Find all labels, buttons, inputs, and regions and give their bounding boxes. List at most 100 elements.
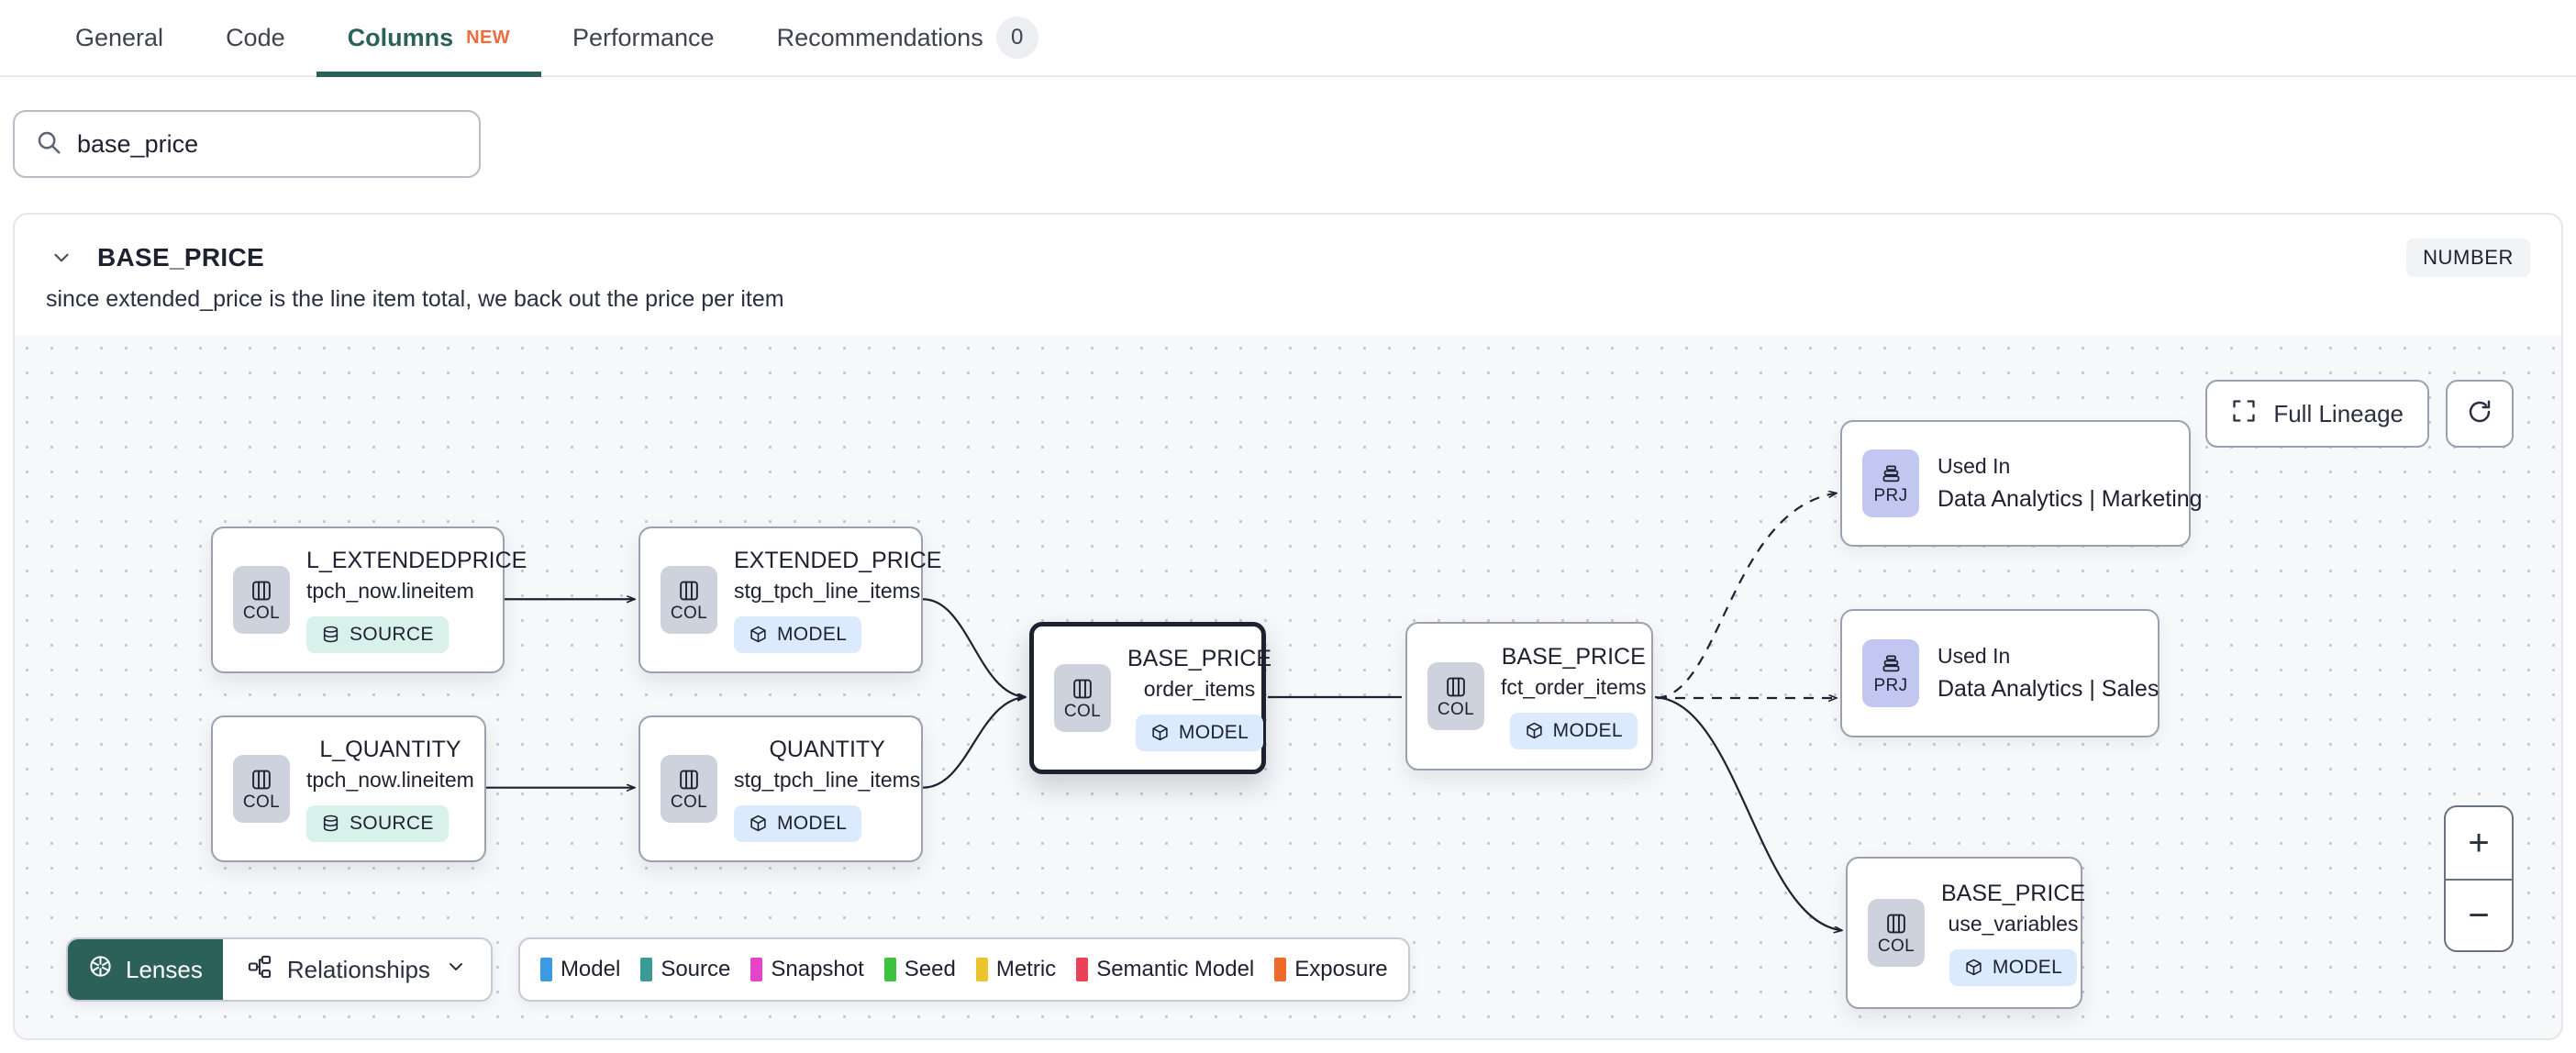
tab-columns[interactable]: Columns NEW xyxy=(316,0,542,77)
project-name: Data Analytics | Marketing xyxy=(1938,486,2203,512)
node-tag-model: MODEL xyxy=(1949,948,2078,986)
prj-kind-badge: PRJ xyxy=(1862,639,1919,707)
tab-performance[interactable]: Performance xyxy=(541,0,746,75)
refresh-button[interactable] xyxy=(2446,380,2514,448)
node-subtitle: tpch_now.lineitem xyxy=(306,579,474,604)
relationships-dropdown[interactable]: Relationships xyxy=(223,939,491,1000)
legend-swatch xyxy=(1274,958,1287,981)
node-title: L_QUANTITY xyxy=(319,737,461,763)
chevron-down-icon[interactable] xyxy=(46,242,77,273)
node-subtitle: fct_order_items xyxy=(1501,675,1647,700)
legend-label: Metric xyxy=(995,957,1057,981)
search-input[interactable] xyxy=(77,129,459,159)
node-body: BASE_PRICE fct_order_items MODEL xyxy=(1484,643,1665,749)
col-kind-badge: COL xyxy=(661,566,717,634)
prj-kind-label: PRJ xyxy=(1873,675,1908,695)
node-tag-model: MODEL xyxy=(1135,714,1264,751)
node-tag-label: MODEL xyxy=(1992,956,2063,978)
lineage-node-base-price-use-variables[interactable]: COL BASE_PRICE use_variables MODEL xyxy=(1846,857,2085,1009)
zoom-controls: + − xyxy=(2444,805,2514,952)
lineage-edges xyxy=(486,336,2561,1038)
lineage-node-base-price-order-items[interactable]: COL BASE_PRICE order_items MODEL xyxy=(1029,622,1271,774)
legend-item-metric[interactable]: Metric xyxy=(975,957,1057,982)
node-title: BASE_PRICE xyxy=(1127,646,1272,672)
prj-kind-label: PRJ xyxy=(1873,485,1908,505)
project-name: Data Analytics | Sales xyxy=(1938,676,2160,702)
prj-kind-badge: PRJ xyxy=(1862,449,1919,517)
lineage-node-l-quantity[interactable]: COL L_QUANTITY tpch_now.lineitem SOURCE xyxy=(211,715,486,862)
legend-swatch xyxy=(883,958,896,981)
search-box[interactable] xyxy=(13,110,481,178)
lenses-label: Lenses xyxy=(126,955,203,983)
node-tag-label: SOURCE xyxy=(350,812,434,834)
node-tag-label: MODEL xyxy=(777,812,848,834)
refresh-icon xyxy=(2466,398,2493,430)
col-kind-badge: COL xyxy=(233,566,290,634)
lineage-node-project-sales[interactable]: PRJ Used In Data Analytics | Sales xyxy=(1840,609,2160,737)
lenses-button[interactable]: Lenses xyxy=(68,939,223,1000)
tab-columns-label: Columns xyxy=(347,23,454,51)
col-kind-label: COL xyxy=(242,792,281,812)
tab-code-label: Code xyxy=(226,23,285,51)
node-type-legend: Model Source Snapshot Seed Metric xyxy=(517,937,1410,1002)
page-title: BASE_PRICE xyxy=(97,242,264,272)
col-kind-label: COL xyxy=(1877,936,1915,956)
full-lineage-label: Full Lineage xyxy=(2273,399,2404,427)
tab-general[interactable]: General xyxy=(44,0,194,75)
project-used-in-label: Used In xyxy=(1938,644,2011,668)
lineage-node-quantity[interactable]: COL QUANTITY stg_tpch_line_items MODEL xyxy=(638,715,923,862)
legend-swatch xyxy=(1076,958,1089,981)
search-area xyxy=(13,110,481,178)
node-body: EXTENDED_PRICE stg_tpch_line_items MODEL xyxy=(717,547,960,653)
node-subtitle: stg_tpch_line_items xyxy=(734,579,921,604)
aperture-icon xyxy=(88,954,113,985)
legend-item-seed[interactable]: Seed xyxy=(883,957,956,982)
legend-item-snapshot[interactable]: Snapshot xyxy=(750,957,864,982)
node-body: BASE_PRICE order_items MODEL xyxy=(1111,645,1290,751)
relationships-label: Relationships xyxy=(286,955,430,983)
tab-new-badge: NEW xyxy=(466,27,510,48)
tab-performance-label: Performance xyxy=(572,23,715,51)
node-subtitle: stg_tpch_line_items xyxy=(734,768,921,793)
expand-icon xyxy=(2231,398,2257,430)
node-body: L_QUANTITY tpch_now.lineitem SOURCE xyxy=(290,736,493,842)
node-subtitle: order_items xyxy=(1143,677,1256,702)
col-kind-badge: COL xyxy=(233,755,290,823)
legend-item-exposure[interactable]: Exposure xyxy=(1274,957,1388,982)
lineage-node-project-marketing[interactable]: PRJ Used In Data Analytics | Marketing xyxy=(1840,420,2203,547)
lineage-node-extended-price[interactable]: COL EXTENDED_PRICE stg_tpch_line_items M… xyxy=(638,526,941,673)
node-subtitle: use_variables xyxy=(1948,912,2079,937)
node-tag-label: MODEL xyxy=(1552,719,1623,741)
zoom-in-button[interactable]: + xyxy=(2468,822,2490,863)
tab-general-label: General xyxy=(75,23,164,51)
chevron-down-icon xyxy=(445,956,467,984)
legend-label: Model xyxy=(560,957,621,981)
canvas-top-controls: Full Lineage xyxy=(2205,380,2514,448)
node-title: L_EXTENDEDPRICE xyxy=(306,548,527,574)
col-kind-badge: COL xyxy=(661,755,717,823)
column-header-row: BASE_PRICE NUMBER xyxy=(46,238,2530,277)
lineage-node-base-price-fct-order-items[interactable]: COL BASE_PRICE fct_order_items MODEL xyxy=(1405,622,1653,770)
node-title: EXTENDED_PRICE xyxy=(734,548,942,574)
column-type-badge: NUMBER xyxy=(2406,238,2530,277)
node-title: BASE_PRICE xyxy=(1501,644,1646,671)
zoom-out-button[interactable]: − xyxy=(2446,879,2512,950)
tab-code[interactable]: Code xyxy=(194,0,316,75)
col-kind-label: COL xyxy=(670,603,708,623)
project-used-in-label: Used In xyxy=(1938,454,2011,478)
full-lineage-button[interactable]: Full Lineage xyxy=(2205,380,2429,448)
tab-recommendations[interactable]: Recommendations 0 xyxy=(746,0,1070,75)
col-kind-badge: COL xyxy=(1868,899,1925,967)
legend-swatch xyxy=(975,958,988,981)
legend-label: Semantic Model xyxy=(1096,957,1255,981)
lineage-node-l-extendedprice[interactable]: COL L_EXTENDEDPRICE tpch_now.lineitem SO… xyxy=(211,526,527,673)
col-kind-badge: COL xyxy=(1427,662,1484,730)
project-body: Used In Data Analytics | Sales xyxy=(1919,644,2159,703)
legend-item-semantic-model[interactable]: Semantic Model xyxy=(1076,957,1254,982)
node-body: QUANTITY stg_tpch_line_items MODEL xyxy=(717,736,938,842)
lenses-relationships-group: Lenses Relationships xyxy=(66,937,493,1002)
lineage-canvas[interactable]: COL L_EXTENDEDPRICE tpch_now.lineitem SO… xyxy=(15,336,2561,1038)
col-kind-label: COL xyxy=(1437,699,1475,719)
legend-item-source[interactable]: Source xyxy=(640,957,730,982)
legend-item-model[interactable]: Model xyxy=(539,957,621,982)
